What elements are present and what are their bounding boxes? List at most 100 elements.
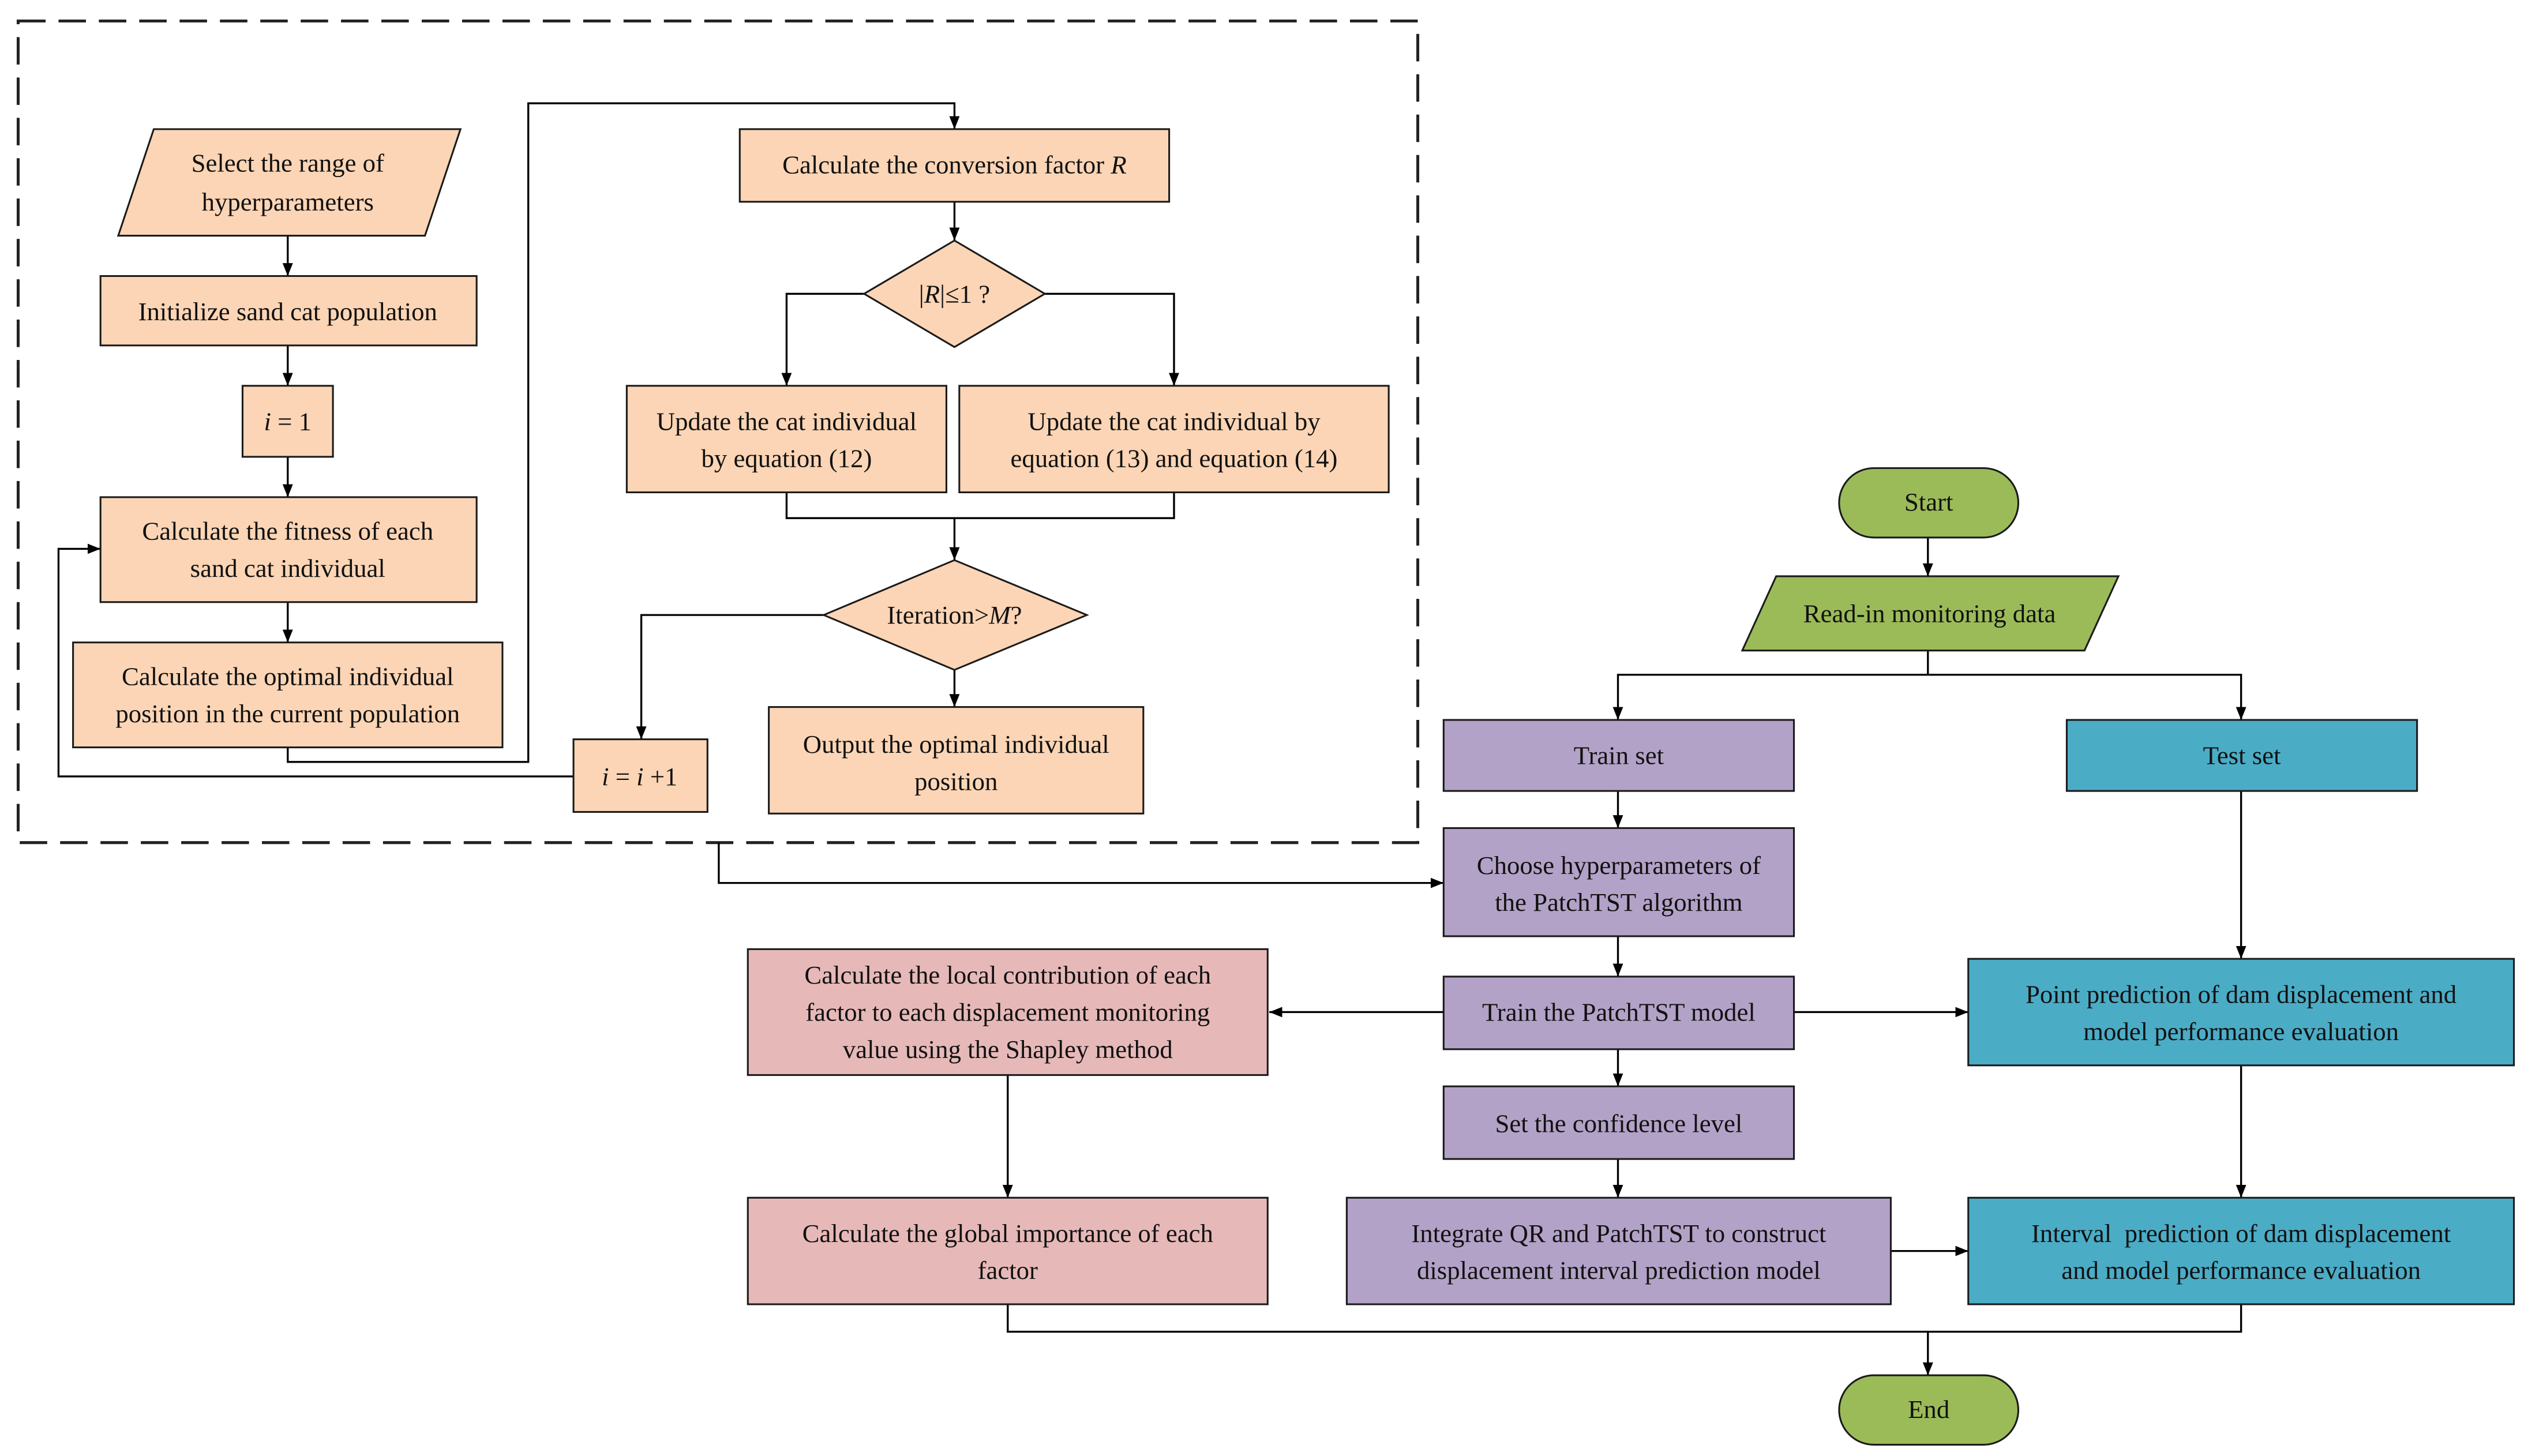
fitness-line-1: Calculate the fitness of each	[142, 517, 433, 546]
local-contribution-line-3: value using the Shapley method	[843, 1035, 1173, 1064]
integrate-qr-shape	[1345, 1196, 1892, 1305]
optimal-position-line-2: position in the current population	[115, 699, 460, 728]
iter-increment-var-1: i	[602, 762, 609, 791]
condition-r-label: |R|≤1 ?	[919, 279, 990, 308]
arrow-optimal-to-conversion	[287, 102, 960, 763]
local-contribution-shape	[747, 948, 1269, 1076]
iter-init-label: i = 1	[264, 407, 312, 436]
update-eq12-line-2: by equation (12)	[701, 444, 872, 473]
output-optimal-shape	[768, 706, 1145, 815]
conversion-factor-variable: R	[1110, 150, 1126, 179]
integrate-qr-line-1: Integrate QR and PatchTST to construct	[1411, 1219, 1827, 1248]
interval-prediction-line-2: and model performance evaluation	[2061, 1256, 2421, 1285]
arrow-read-to-train-set	[1612, 673, 1928, 721]
choose-hyperparams-line-1: Choose hyperparameters of	[1477, 851, 1761, 880]
node-init-population: Initialize sand cat population	[99, 275, 478, 347]
node-train-set: Train set	[1442, 719, 1795, 792]
arrow-read-to-test-set	[1927, 673, 2247, 721]
iter-increment-plus: +1	[644, 762, 678, 791]
iter-init-shape	[241, 385, 334, 458]
local-contribution-line-2: factor to each displacement monitoring	[805, 997, 1210, 1026]
update-eq12-line-1: Update the cat individual	[657, 407, 917, 436]
condition-iteration-variable: M	[988, 601, 1012, 629]
train-model-label: Train the PatchTST model	[1482, 997, 1756, 1026]
condition-iteration-post: ?	[1011, 601, 1022, 629]
node-iter-increment: i = i +1	[572, 738, 708, 813]
update-eq13-14-line-1: Update the cat individual by	[1027, 407, 1321, 436]
choose-hyperparams-shape	[1442, 827, 1795, 937]
global-importance-line-1: Calculate the global importance of each	[802, 1219, 1213, 1248]
condition-r-diamond	[862, 239, 1047, 348]
end-label: End	[1908, 1395, 1949, 1424]
condition-iteration-diamond	[821, 559, 1089, 671]
init-population-shape	[99, 275, 478, 347]
end-terminal	[1838, 1374, 2020, 1446]
node-output-optimal: Output the optimal individual position	[768, 706, 1145, 815]
conversion-factor-label: Calculate the conversion factor R	[782, 150, 1127, 179]
node-select-range: Select the range of hyperparameters	[117, 128, 462, 237]
interval-prediction-shape	[1967, 1196, 2515, 1305]
merge-update-lines	[785, 492, 1175, 519]
choose-hyperparams-line-2: the PatchTST algorithm	[1495, 888, 1743, 917]
node-local-contribution: Calculate the local contribution of each…	[747, 948, 1269, 1076]
arrow-condition-to-eq13-14	[1045, 292, 1179, 386]
start-terminal	[1838, 467, 2020, 539]
node-test-set: Test set	[2065, 719, 2418, 792]
output-optimal-line-1: Output the optimal individual	[803, 730, 1109, 759]
train-model-shape	[1442, 975, 1795, 1050]
iter-init-value: = 1	[271, 407, 312, 436]
test-set-shape	[2065, 719, 2418, 792]
set-confidence-label: Set the confidence level	[1495, 1109, 1742, 1138]
select-range-shape	[117, 128, 462, 237]
output-optimal-line-2: position	[914, 767, 997, 795]
arrow-iteration-check-to-increment	[636, 614, 824, 740]
train-set-shape	[1442, 719, 1795, 792]
global-importance-line-2: factor	[978, 1256, 1038, 1285]
arrow-condition-to-eq12	[781, 292, 864, 386]
node-update-eq13-14: Update the cat individual by equation (1…	[958, 385, 1390, 493]
update-eq12-shape	[625, 385, 947, 493]
select-range-line-2: hyperparameters	[202, 187, 374, 216]
optimal-position-shape	[72, 641, 504, 749]
condition-r-post: |≤1 ?	[940, 279, 990, 308]
point-prediction-line-2: model performance evaluation	[2083, 1017, 2399, 1046]
arrow-increment-to-fitness	[57, 543, 574, 778]
node-condition-iteration: Iteration>M?	[821, 559, 1089, 671]
node-read-data: Read-in monitoring data	[1741, 575, 2120, 652]
fitness-shape	[99, 496, 478, 603]
conversion-factor-shape	[738, 128, 1171, 203]
update-eq13-14-shape	[958, 385, 1390, 493]
integrate-qr-line-2: displacement interval prediction model	[1417, 1256, 1821, 1285]
point-prediction-shape	[1967, 958, 2515, 1067]
fitness-line-2: sand cat individual	[190, 554, 385, 583]
node-end: End	[1838, 1374, 2020, 1446]
iter-increment-label: i = i +1	[602, 762, 677, 791]
start-label: Start	[1904, 487, 1953, 516]
line-bottom-merge	[1007, 1304, 2242, 1333]
point-prediction-line-1: Point prediction of dam displacement and	[2026, 980, 2457, 1009]
iter-init-variable: i	[264, 407, 271, 436]
init-population-label: Initialize sand cat population	[138, 297, 437, 326]
node-condition-r: |R|≤1 ?	[862, 239, 1047, 348]
node-global-importance: Calculate the global importance of each …	[747, 1196, 1269, 1305]
set-confidence-shape	[1442, 1085, 1795, 1160]
node-conversion-factor: Calculate the conversion factor R	[738, 128, 1171, 203]
node-choose-hyperparams: Choose hyperparameters of the PatchTST a…	[1442, 827, 1795, 937]
select-range-line-1: Select the range of	[192, 149, 384, 178]
node-interval-prediction: Interval prediction of dam displacement …	[1967, 1196, 2515, 1305]
condition-iteration-label: Iteration>M?	[887, 601, 1022, 629]
node-train-model: Train the PatchTST model	[1442, 975, 1795, 1050]
conversion-factor-text: Calculate the conversion factor	[782, 150, 1111, 179]
condition-iteration-pre: Iteration>	[887, 601, 989, 629]
node-integrate-qr: Integrate QR and PatchTST to construct d…	[1345, 1196, 1892, 1305]
node-point-prediction: Point prediction of dam displacement and…	[1967, 958, 2515, 1067]
global-importance-shape	[747, 1196, 1269, 1305]
node-update-eq12: Update the cat individual by equation (1…	[625, 385, 947, 493]
node-start: Start	[1838, 467, 2020, 539]
node-iter-init: i = 1	[241, 385, 334, 458]
node-set-confidence: Set the confidence level	[1442, 1085, 1795, 1160]
iter-increment-var-2: i	[636, 762, 643, 791]
node-optimal-position: Calculate the optimal individual positio…	[72, 641, 504, 749]
arrow-loop-to-choose-hyperparams	[718, 842, 1444, 888]
